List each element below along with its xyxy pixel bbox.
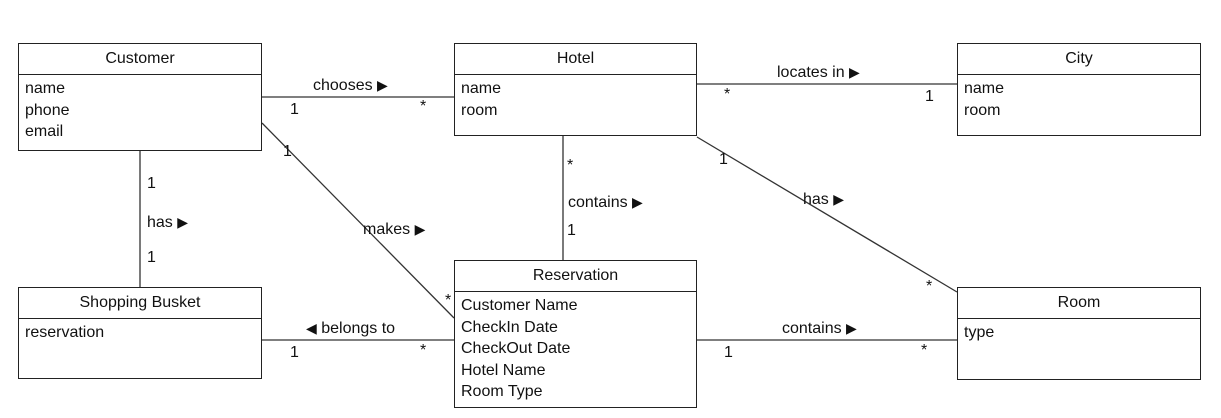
direction-right-icon: ▶ bbox=[833, 191, 845, 207]
class-name: Shopping Busket bbox=[19, 288, 261, 319]
attribute-list: reservation bbox=[19, 319, 261, 344]
direction-right-icon: ▶ bbox=[414, 221, 426, 237]
attribute: email bbox=[25, 123, 64, 140]
attribute: reservation bbox=[25, 324, 105, 341]
attribute: name bbox=[461, 80, 502, 97]
association-label-locates-in: locates in ▶ bbox=[777, 64, 860, 81]
association-label-has: has ▶ bbox=[803, 191, 845, 208]
class-city[interactable]: City name room bbox=[957, 43, 1201, 136]
multiplicity: 1 bbox=[925, 88, 934, 105]
attribute: name bbox=[25, 80, 66, 97]
line-has-hotel bbox=[696, 136, 958, 293]
multiplicity: 1 bbox=[147, 249, 156, 266]
multiplicity: * bbox=[420, 342, 427, 359]
attribute: CheckIn Date bbox=[461, 318, 558, 336]
class-room[interactable]: Room type bbox=[957, 287, 1201, 380]
association-label-contains: contains ▶ bbox=[568, 194, 643, 211]
multiplicity: 1 bbox=[567, 222, 576, 239]
attribute: type bbox=[964, 324, 995, 341]
attribute: Room Type bbox=[461, 383, 543, 400]
association-label-chooses: chooses ▶ bbox=[313, 77, 388, 94]
multiplicity: 1 bbox=[283, 143, 292, 160]
direction-right-icon: ▶ bbox=[632, 194, 643, 210]
association-label-has: has ▶ bbox=[147, 214, 189, 231]
multiplicity: 1 bbox=[290, 101, 299, 118]
attribute-list: name room bbox=[958, 75, 1200, 121]
attribute: room bbox=[461, 101, 498, 119]
association-label-contains: contains ▶ bbox=[782, 320, 857, 337]
class-name: Reservation bbox=[455, 261, 696, 292]
attribute: name bbox=[964, 80, 1005, 97]
attribute-list: name room bbox=[455, 75, 696, 121]
class-name: City bbox=[958, 44, 1200, 75]
association-label-makes: makes ▶ bbox=[363, 221, 426, 238]
attribute-list: name phone email bbox=[19, 75, 261, 143]
line-makes bbox=[261, 122, 455, 319]
multiplicity: * bbox=[926, 278, 933, 295]
class-name: Hotel bbox=[455, 44, 696, 75]
attribute: Customer Name bbox=[461, 297, 578, 314]
multiplicity: 1 bbox=[719, 151, 728, 168]
class-name: Room bbox=[958, 288, 1200, 319]
class-hotel[interactable]: Hotel name room bbox=[454, 43, 697, 136]
multiplicity: 1 bbox=[290, 344, 299, 361]
attribute: Hotel Name bbox=[461, 361, 546, 379]
multiplicity: * bbox=[567, 157, 574, 174]
attribute: room bbox=[964, 101, 1001, 119]
direction-right-icon: ▶ bbox=[849, 64, 860, 80]
multiplicity: * bbox=[445, 292, 452, 309]
association-label-belongs-to: ◀ belongs to bbox=[306, 320, 396, 337]
multiplicity: * bbox=[724, 86, 731, 103]
class-reservation[interactable]: Reservation Customer Name CheckIn Date C… bbox=[454, 260, 697, 408]
class-name: Customer bbox=[19, 44, 261, 75]
attribute-list: type bbox=[958, 319, 1200, 344]
multiplicity: * bbox=[420, 98, 427, 115]
multiplicity: * bbox=[921, 342, 928, 359]
direction-right-icon: ▶ bbox=[846, 320, 857, 336]
direction-right-icon: ▶ bbox=[377, 77, 388, 93]
class-customer[interactable]: Customer name phone email bbox=[18, 43, 262, 151]
multiplicity: 1 bbox=[724, 344, 733, 361]
attribute: phone bbox=[25, 101, 70, 119]
attribute-list: Customer Name CheckIn Date CheckOut Date… bbox=[455, 292, 696, 403]
multiplicity: 1 bbox=[147, 175, 156, 192]
attribute: CheckOut Date bbox=[461, 340, 571, 357]
class-shopping-busket[interactable]: Shopping Busket reservation bbox=[18, 287, 262, 379]
direction-left-icon: ◀ bbox=[306, 320, 317, 336]
direction-right-icon: ▶ bbox=[177, 214, 189, 230]
